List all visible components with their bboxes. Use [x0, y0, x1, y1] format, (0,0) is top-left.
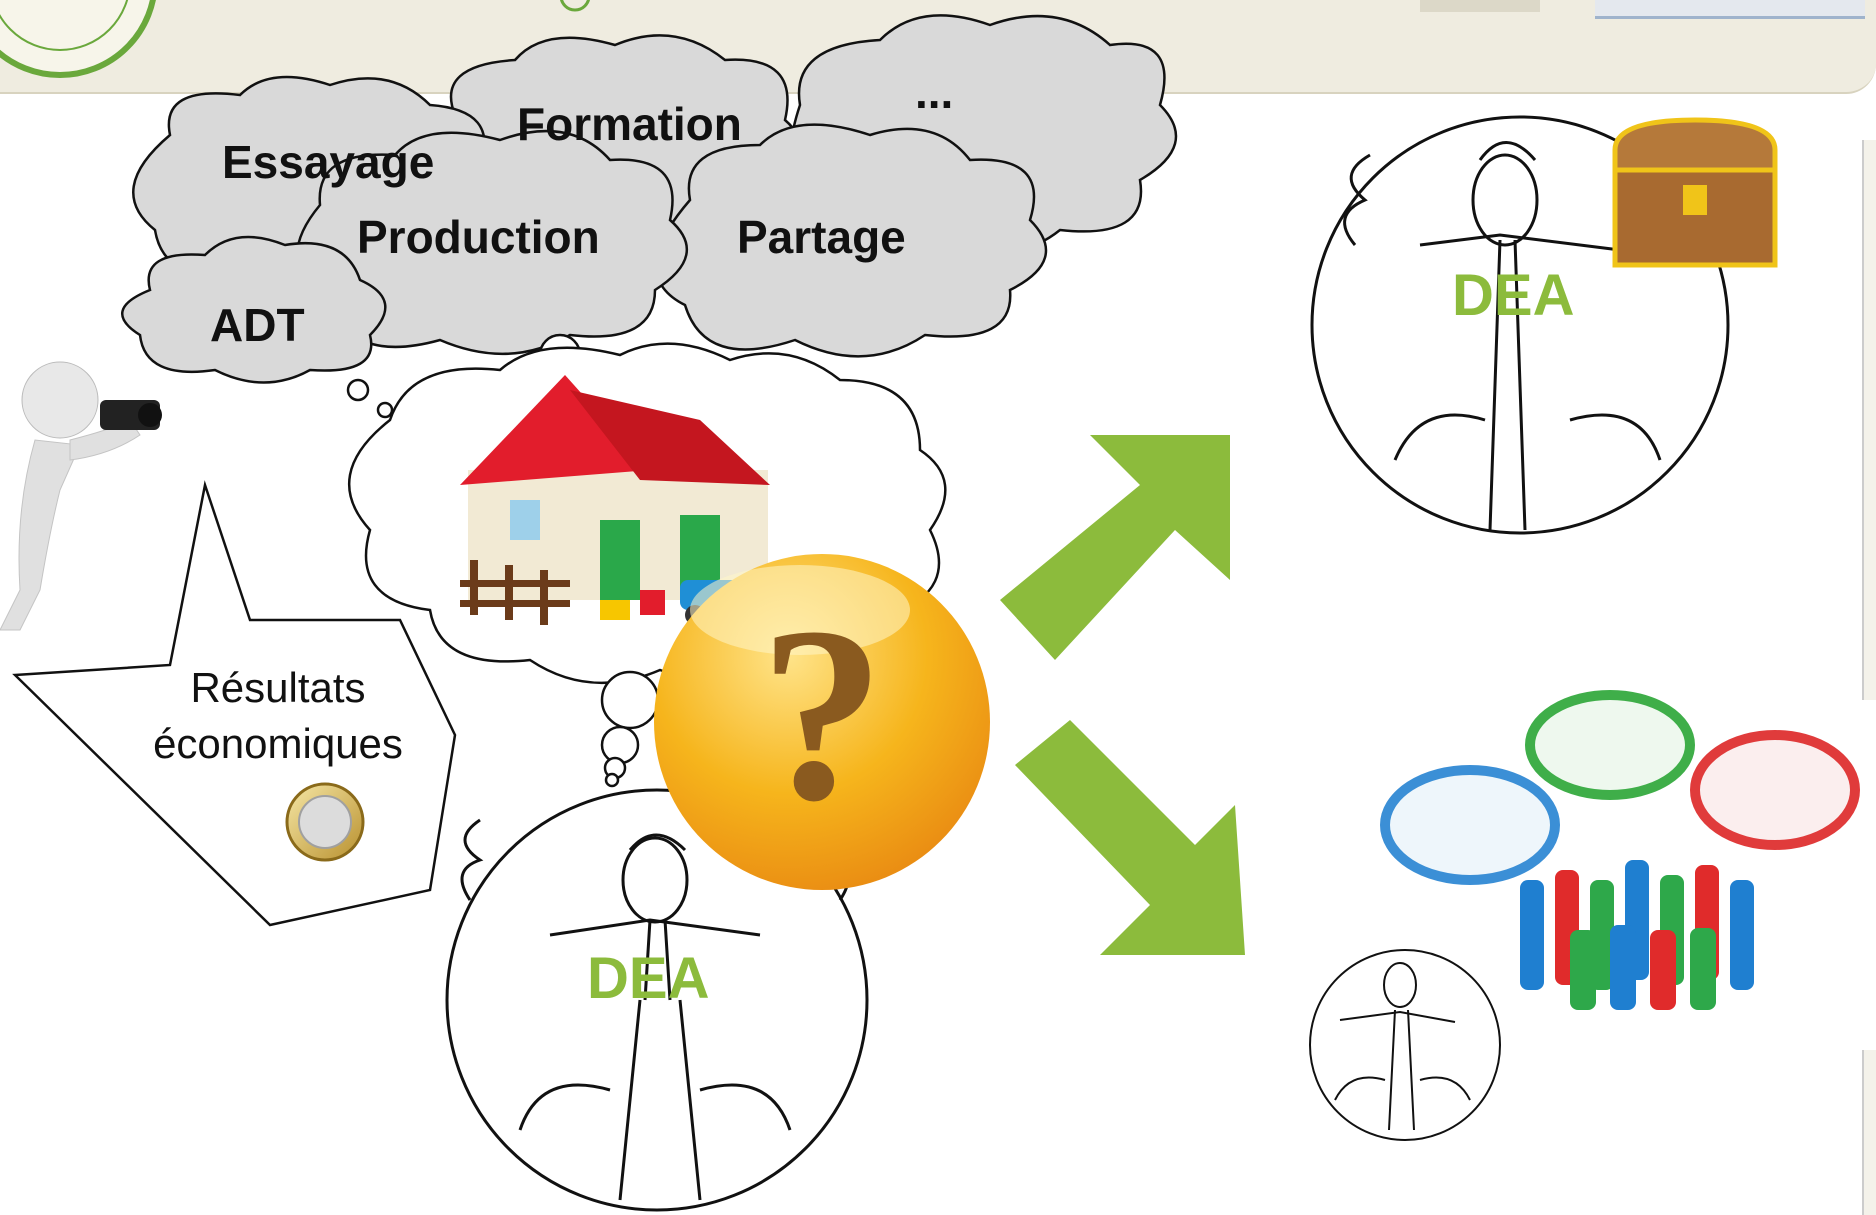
partner-logo-2: [1595, 0, 1865, 19]
results-callout-text: Résultats économiques: [118, 660, 438, 772]
cloud-label-ellipsis: ...: [915, 66, 954, 118]
observer-with-binoculars-icon: [0, 361, 162, 631]
dea-label-top-right: DEA: [1452, 263, 1575, 328]
results-callout-line2: économiques: [153, 720, 403, 767]
dea-figure-bottom: [445, 788, 869, 1212]
cloud-label-adt: ADT: [210, 299, 305, 351]
cloud-adt: [121, 235, 387, 384]
right-edge-frame-top: [1862, 140, 1876, 700]
cloud-label-partage: Partage: [737, 211, 906, 263]
arrow-down-right: [1015, 720, 1245, 955]
partner-logo-1: [1420, 0, 1540, 12]
farm-toy-icon: [460, 375, 770, 625]
dea-figure-small: [1309, 949, 1501, 1141]
discussion-group-icon: [1380, 690, 1860, 1010]
cloud-label-formation: Formation: [517, 98, 742, 150]
question-mark-glyph: ?: [759, 576, 885, 853]
cloud-label-production: Production: [357, 211, 600, 263]
leaf-logo-icon: [555, 0, 595, 18]
dea-label-bottom: DEA: [587, 946, 710, 1011]
euro-coin-icon: [285, 782, 365, 862]
results-callout-line1: Résultats: [190, 664, 366, 711]
cloud-partage: [654, 123, 1048, 358]
logo-badge: [0, 0, 160, 80]
right-edge-frame-bottom: [1862, 1050, 1876, 1215]
treasure-chest-icon: [1612, 117, 1778, 268]
question-mark-icon: [654, 554, 990, 890]
arrow-up-right: [1000, 435, 1230, 660]
thought-dots-lower: [600, 670, 660, 788]
cloud-label-essayage: Essayage: [222, 136, 435, 188]
